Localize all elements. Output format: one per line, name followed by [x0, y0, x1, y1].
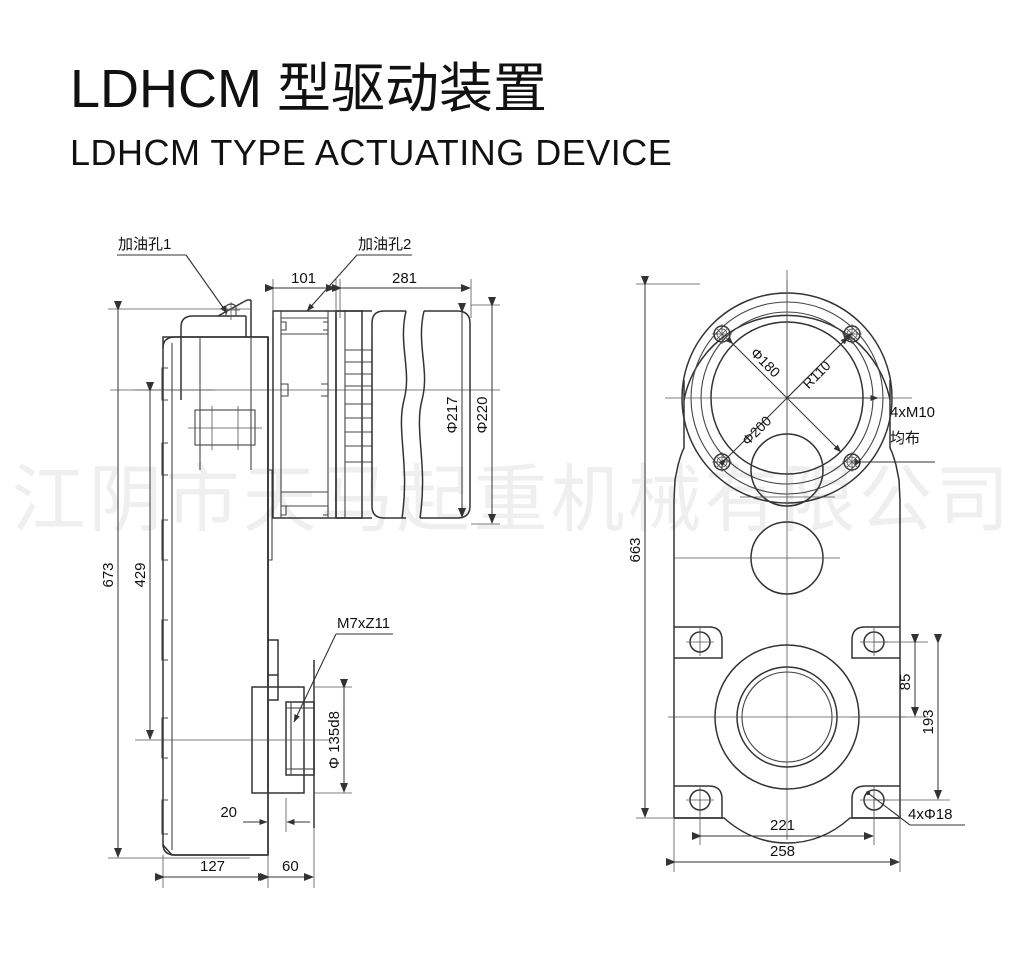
mounting-lug: [851, 626, 900, 659]
leader-oil-hole-1: 加油孔1: [117, 236, 228, 314]
dim-60: 60: [260, 828, 315, 888]
mounting-lug: [674, 626, 723, 659]
bolt-d18-label: 4xΦ18: [908, 806, 953, 823]
leader-bolt-m10: 4xM10 均布: [854, 404, 935, 465]
dim-221-label: 221: [770, 817, 795, 834]
dim-d220-label: Φ220: [474, 397, 491, 434]
dim-258: 258: [666, 818, 901, 872]
dim-127-label: 127: [200, 858, 225, 875]
page-title-zh: LDHCM 型驱动装置: [70, 59, 548, 119]
dim-101: 101: [265, 270, 337, 318]
dim-673: 673: [100, 301, 250, 859]
dim-193: 193: [874, 634, 950, 801]
gear-spec-label: M7xZ11: [337, 615, 390, 632]
coupling-section: [272, 310, 337, 519]
dim-101-label: 101: [291, 270, 316, 287]
dim-193-label: 193: [920, 709, 937, 734]
mounting-lugs: [674, 626, 900, 819]
dim-r110-label: R110: [799, 357, 833, 391]
dim-85: 85: [852, 634, 928, 718]
dim-429-label: 429: [132, 562, 149, 587]
dim-r110: R110: [786, 332, 879, 401]
side-view-group: 101 281 Φ217 Φ220: [100, 236, 500, 888]
leader-gear-spec: M7xZ11: [293, 615, 393, 723]
middle-bore: [674, 521, 840, 595]
oil-hole-1-label: 加油孔1: [118, 236, 171, 253]
dim-d180-label: Φ180: [748, 345, 784, 381]
oil-hole-2-label: 加油孔2: [358, 236, 411, 253]
bolt-m10-label-1: 4xM10: [890, 404, 935, 421]
dim-d135d8-label: Φ 135d8: [326, 711, 343, 769]
bolt-hole-m10: [712, 452, 732, 472]
bolt-m10-label-2: 均布: [890, 430, 920, 447]
dim-d220: Φ220: [471, 297, 500, 525]
upper-bore: [740, 433, 835, 507]
mounting-lug: [851, 785, 900, 819]
dim-281: 281: [332, 270, 472, 318]
dim-d217-label: Φ217: [444, 397, 461, 434]
leader-bolt-d18: 4xΦ18: [866, 791, 965, 826]
dim-20: 20: [220, 798, 310, 832]
bolt-hole-m10: [712, 324, 732, 344]
page-title-en: LDHCM TYPE ACTUATING DEVICE: [70, 132, 673, 173]
dim-d217: Φ217: [444, 303, 466, 518]
dim-d200-label: Φ200: [739, 412, 775, 448]
dim-221: 221: [692, 800, 875, 845]
dim-20-label: 20: [220, 804, 237, 821]
dim-673-label: 673: [100, 562, 117, 587]
dim-663: 663: [627, 276, 700, 819]
output-shaft: [240, 660, 330, 828]
bolt-hole-m10: [842, 324, 862, 344]
dim-d135d8: Φ 135d8: [314, 679, 352, 794]
front-view-group: Φ180 R110 Φ200 663: [627, 270, 965, 872]
dim-127: 127: [155, 793, 269, 888]
leader-oil-hole-2: 加油孔2: [306, 236, 412, 312]
dim-258-label: 258: [770, 843, 795, 860]
dim-85-label: 85: [897, 674, 914, 691]
dim-60-label: 60: [282, 858, 299, 875]
dim-663-label: 663: [627, 537, 644, 562]
mounting-lug: [674, 785, 723, 819]
dim-281-label: 281: [392, 270, 417, 287]
dim-429: 429: [132, 382, 240, 741]
bolt-hole-m10: [842, 452, 862, 472]
